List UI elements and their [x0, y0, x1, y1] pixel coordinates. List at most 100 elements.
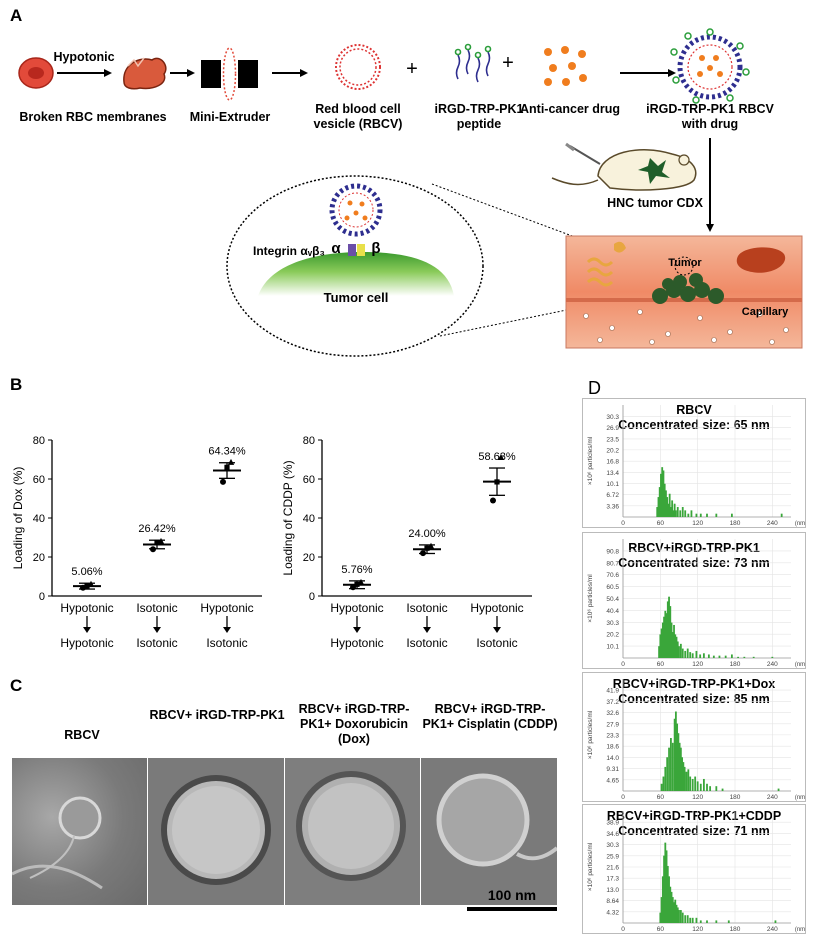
- extruder-icon: [201, 60, 221, 88]
- data-label: 5.76%: [341, 564, 372, 576]
- histogram-bar: [687, 769, 690, 791]
- histogram-bar: [681, 648, 684, 658]
- histogram-bar: [721, 788, 724, 791]
- tumor-label: Tumor: [668, 257, 702, 269]
- y-axis-title: ×10⁶ particles/ml: [587, 842, 594, 891]
- histogram-bar: [679, 910, 682, 923]
- data-point: [427, 542, 435, 549]
- histogram-bar: [679, 510, 682, 517]
- histogram-bar: [665, 613, 668, 658]
- beta-label: β: [371, 240, 381, 257]
- histogram-bar: [679, 747, 682, 791]
- y-tick-label: 14.0: [606, 755, 619, 762]
- y-tick-label: 8.64: [606, 898, 619, 905]
- histogram-bar: [695, 917, 698, 923]
- histogram-bar: [676, 507, 679, 517]
- tem-caption-1: RBCV: [64, 728, 100, 742]
- y-tick-label: 40: [33, 513, 45, 525]
- x-tick-label: 60: [657, 926, 665, 933]
- tem-image-dox: [285, 758, 420, 905]
- histogram-bar: [668, 596, 670, 658]
- histogram-bar: [678, 646, 680, 658]
- extruder-label: Mini-Extruder: [189, 110, 271, 124]
- tem-image-cddp: [421, 758, 557, 905]
- y-tick-label: 37.2: [606, 699, 619, 706]
- y-tick-label: 0: [309, 591, 315, 603]
- x-tick-label: 240: [767, 926, 778, 933]
- data-point: [354, 581, 360, 587]
- y-tick-label: 60: [33, 474, 45, 486]
- histogram-bar: [681, 757, 684, 791]
- histogram-bar: [780, 513, 783, 517]
- y-tick-label: 80: [303, 435, 315, 447]
- histogram-bar: [677, 733, 680, 791]
- histogram-bar: [671, 632, 674, 658]
- x-category-top: Hypotonic: [60, 601, 113, 615]
- data-label: 64.34%: [208, 446, 246, 458]
- y-tick-label: 38.9: [606, 820, 619, 827]
- histogram-bar: [661, 876, 664, 923]
- x-tick-label: 60: [657, 520, 665, 527]
- y-tick-label: 20.2: [606, 632, 619, 639]
- cdx-label: HNC tumor CDX: [607, 196, 703, 210]
- y-tick-label: 80.7: [606, 560, 619, 567]
- y-tick-label: 3.36: [606, 503, 619, 510]
- x-category-top: Hypotonic: [470, 601, 523, 615]
- histogram-bar: [667, 503, 670, 517]
- product-particle-icon: [670, 28, 750, 104]
- histogram-bar: [660, 897, 663, 923]
- tem-caption-4: RBCV+ iRGD-TRP-PK1+ Cisplatin (CDDP): [422, 702, 558, 731]
- scale-bar: [467, 907, 557, 911]
- x-tick-label: 180: [730, 926, 741, 933]
- y-tick-label: 23.5: [606, 436, 619, 443]
- y-axis-title: Loading of Dox (%): [11, 467, 25, 570]
- histogram-bar: [699, 783, 702, 791]
- y-tick-label: 32.6: [606, 710, 619, 717]
- histogram-bar: [670, 738, 672, 791]
- histogram-bar: [691, 778, 694, 791]
- x-tick-label: 120: [692, 926, 703, 933]
- histogram-bar: [661, 622, 664, 658]
- x-category-top: Hypotonic: [200, 601, 253, 615]
- histogram-bar: [695, 650, 698, 658]
- histogram-bar: [743, 656, 746, 658]
- broken-membrane-icon: [123, 57, 167, 90]
- x-category-top: Isotonic: [406, 601, 447, 615]
- y-tick-label: 60.5: [606, 584, 619, 591]
- y-tick-label: 9.31: [606, 766, 619, 773]
- histogram-bar: [668, 747, 670, 791]
- broken-rbc-label: Broken RBC membranes: [19, 110, 167, 124]
- histogram-bar: [689, 776, 692, 791]
- y-tick-label: 70.6: [606, 572, 619, 579]
- x-tick-label: 0: [621, 794, 625, 801]
- panel-a-label: A: [10, 6, 23, 25]
- rbcv-label: Red blood cell vesicle (RBCV): [313, 102, 403, 131]
- data-point: [87, 580, 95, 587]
- data-point: [154, 539, 160, 545]
- data-point: [357, 578, 365, 585]
- y-tick-label: 13.4: [606, 470, 619, 477]
- y-axis-title: ×10⁶ particles/ml: [587, 436, 594, 485]
- histogram-bar: [670, 891, 673, 923]
- arrow-head: [223, 627, 231, 633]
- y-tick-label: 21.6: [606, 865, 619, 872]
- y-tick-label: 10.1: [606, 644, 619, 651]
- histogram-bar: [678, 742, 681, 791]
- histogram-bar: [718, 655, 721, 658]
- histogram-bar: [686, 648, 689, 658]
- y-tick-label: 30.3: [606, 414, 619, 421]
- histogram-bar: [715, 786, 718, 791]
- histogram-bar: [702, 778, 705, 791]
- y-tick-label: 18.6: [606, 744, 619, 751]
- histogram-bar: [676, 907, 679, 923]
- histogram-bar: [691, 917, 694, 923]
- x-tick-label: 180: [730, 520, 741, 527]
- capillary-label: Capillary: [741, 306, 789, 318]
- x-category-bottom: Isotonic: [206, 636, 247, 650]
- histogram-bar: [676, 723, 679, 791]
- histogram-bar: [695, 513, 698, 517]
- data-point: [157, 537, 165, 544]
- histogram-bar: [679, 643, 682, 658]
- histogram-bar: [687, 513, 690, 517]
